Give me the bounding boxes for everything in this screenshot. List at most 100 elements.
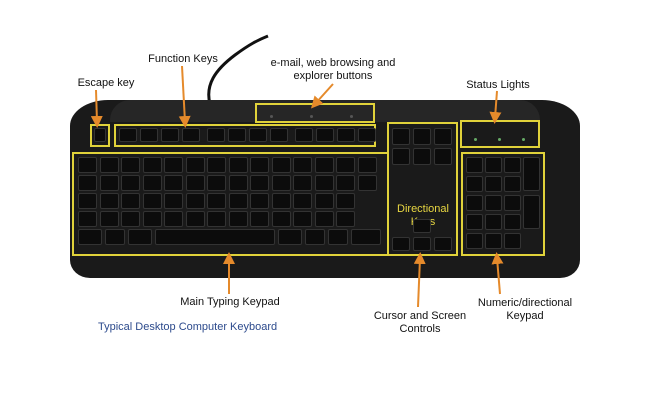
function-key[interactable] — [316, 128, 334, 142]
typing-key[interactable] — [78, 193, 97, 209]
nav-key[interactable] — [434, 128, 452, 145]
numpad-key[interactable] — [466, 214, 483, 230]
typing-key[interactable] — [99, 211, 119, 227]
function-key[interactable] — [358, 128, 376, 142]
typing-key[interactable] — [121, 193, 140, 209]
typing-key[interactable] — [185, 175, 205, 191]
nav-key[interactable] — [413, 128, 431, 145]
typing-key[interactable] — [185, 193, 205, 209]
typing-key[interactable] — [250, 211, 269, 227]
numpad-key[interactable] — [466, 157, 483, 173]
typing-key[interactable] — [207, 193, 226, 209]
typing-key[interactable] — [357, 157, 377, 173]
numpad-key[interactable] — [466, 176, 483, 192]
typing-key[interactable] — [336, 193, 355, 209]
typing-key[interactable] — [314, 157, 334, 173]
nav-key[interactable] — [434, 148, 452, 165]
typing-key[interactable] — [336, 211, 355, 227]
space-bar[interactable] — [155, 229, 275, 245]
arrow-key-left[interactable] — [392, 237, 410, 251]
typing-key[interactable] — [293, 175, 312, 191]
escape-key[interactable] — [94, 128, 106, 142]
numpad-key[interactable] — [485, 233, 502, 249]
arrow-key-right[interactable] — [434, 237, 452, 251]
typing-key[interactable] — [250, 175, 269, 191]
numpad-key[interactable] — [466, 195, 483, 211]
typing-key[interactable] — [128, 229, 152, 245]
typing-key[interactable] — [164, 157, 183, 173]
media-button[interactable] — [350, 115, 353, 118]
media-button[interactable] — [270, 115, 273, 118]
arrow-key-up[interactable] — [413, 219, 431, 233]
typing-key[interactable] — [336, 157, 355, 173]
typing-key[interactable] — [271, 175, 291, 191]
numpad-key[interactable] — [523, 195, 540, 229]
typing-key[interactable] — [121, 175, 140, 191]
numpad-key[interactable] — [504, 176, 521, 192]
numpad-key[interactable] — [504, 157, 521, 173]
typing-key[interactable] — [185, 211, 205, 227]
numpad-key[interactable] — [466, 233, 483, 249]
function-key[interactable] — [140, 128, 158, 142]
numpad-key[interactable] — [504, 233, 521, 249]
typing-key[interactable] — [121, 157, 140, 173]
typing-key[interactable] — [293, 193, 312, 209]
typing-key[interactable] — [78, 211, 97, 227]
function-key[interactable] — [249, 128, 267, 142]
typing-key[interactable] — [99, 175, 119, 191]
typing-key[interactable] — [99, 193, 119, 209]
numpad-key[interactable] — [504, 214, 521, 230]
typing-key[interactable] — [328, 229, 348, 245]
typing-key[interactable] — [293, 157, 312, 173]
typing-key[interactable] — [164, 211, 183, 227]
typing-key[interactable] — [78, 229, 102, 245]
typing-key[interactable] — [228, 193, 248, 209]
numpad-key[interactable] — [485, 176, 502, 192]
typing-key[interactable] — [250, 193, 269, 209]
typing-key[interactable] — [305, 229, 325, 245]
typing-key[interactable] — [99, 157, 119, 173]
typing-key[interactable] — [207, 157, 226, 173]
media-button[interactable] — [310, 115, 313, 118]
nav-key[interactable] — [392, 148, 410, 165]
typing-key[interactable] — [78, 175, 97, 191]
typing-key[interactable] — [228, 211, 248, 227]
function-key[interactable] — [295, 128, 313, 142]
typing-key[interactable] — [314, 193, 334, 209]
function-key[interactable] — [337, 128, 355, 142]
function-key[interactable] — [161, 128, 179, 142]
typing-key[interactable] — [185, 157, 205, 173]
typing-key[interactable] — [228, 157, 248, 173]
typing-key[interactable] — [250, 157, 269, 173]
typing-key[interactable] — [278, 229, 302, 245]
numpad-key[interactable] — [504, 195, 521, 211]
function-key[interactable] — [270, 128, 288, 142]
typing-key[interactable] — [142, 175, 162, 191]
typing-key[interactable] — [293, 211, 312, 227]
nav-key[interactable] — [413, 148, 431, 165]
typing-key[interactable] — [351, 229, 381, 245]
typing-key[interactable] — [105, 229, 125, 245]
typing-key[interactable] — [271, 193, 291, 209]
function-key[interactable] — [228, 128, 246, 142]
typing-key[interactable] — [142, 193, 162, 209]
typing-key[interactable] — [207, 211, 226, 227]
function-key[interactable] — [182, 128, 200, 142]
numpad-key[interactable] — [485, 195, 502, 211]
typing-key[interactable] — [314, 175, 334, 191]
typing-key[interactable] — [271, 211, 291, 227]
nav-key[interactable] — [392, 128, 410, 145]
numpad-key[interactable] — [485, 157, 502, 173]
typing-key[interactable] — [78, 157, 97, 173]
typing-key[interactable] — [336, 175, 355, 191]
typing-key[interactable] — [271, 157, 291, 173]
numpad-key[interactable] — [523, 157, 540, 191]
numpad-key[interactable] — [485, 214, 502, 230]
function-key[interactable] — [207, 128, 225, 142]
typing-key[interactable] — [228, 175, 248, 191]
typing-key[interactable] — [164, 175, 183, 191]
arrow-key-down[interactable] — [413, 237, 431, 251]
typing-key[interactable] — [207, 175, 226, 191]
typing-key[interactable] — [164, 193, 183, 209]
function-key[interactable] — [119, 128, 137, 142]
